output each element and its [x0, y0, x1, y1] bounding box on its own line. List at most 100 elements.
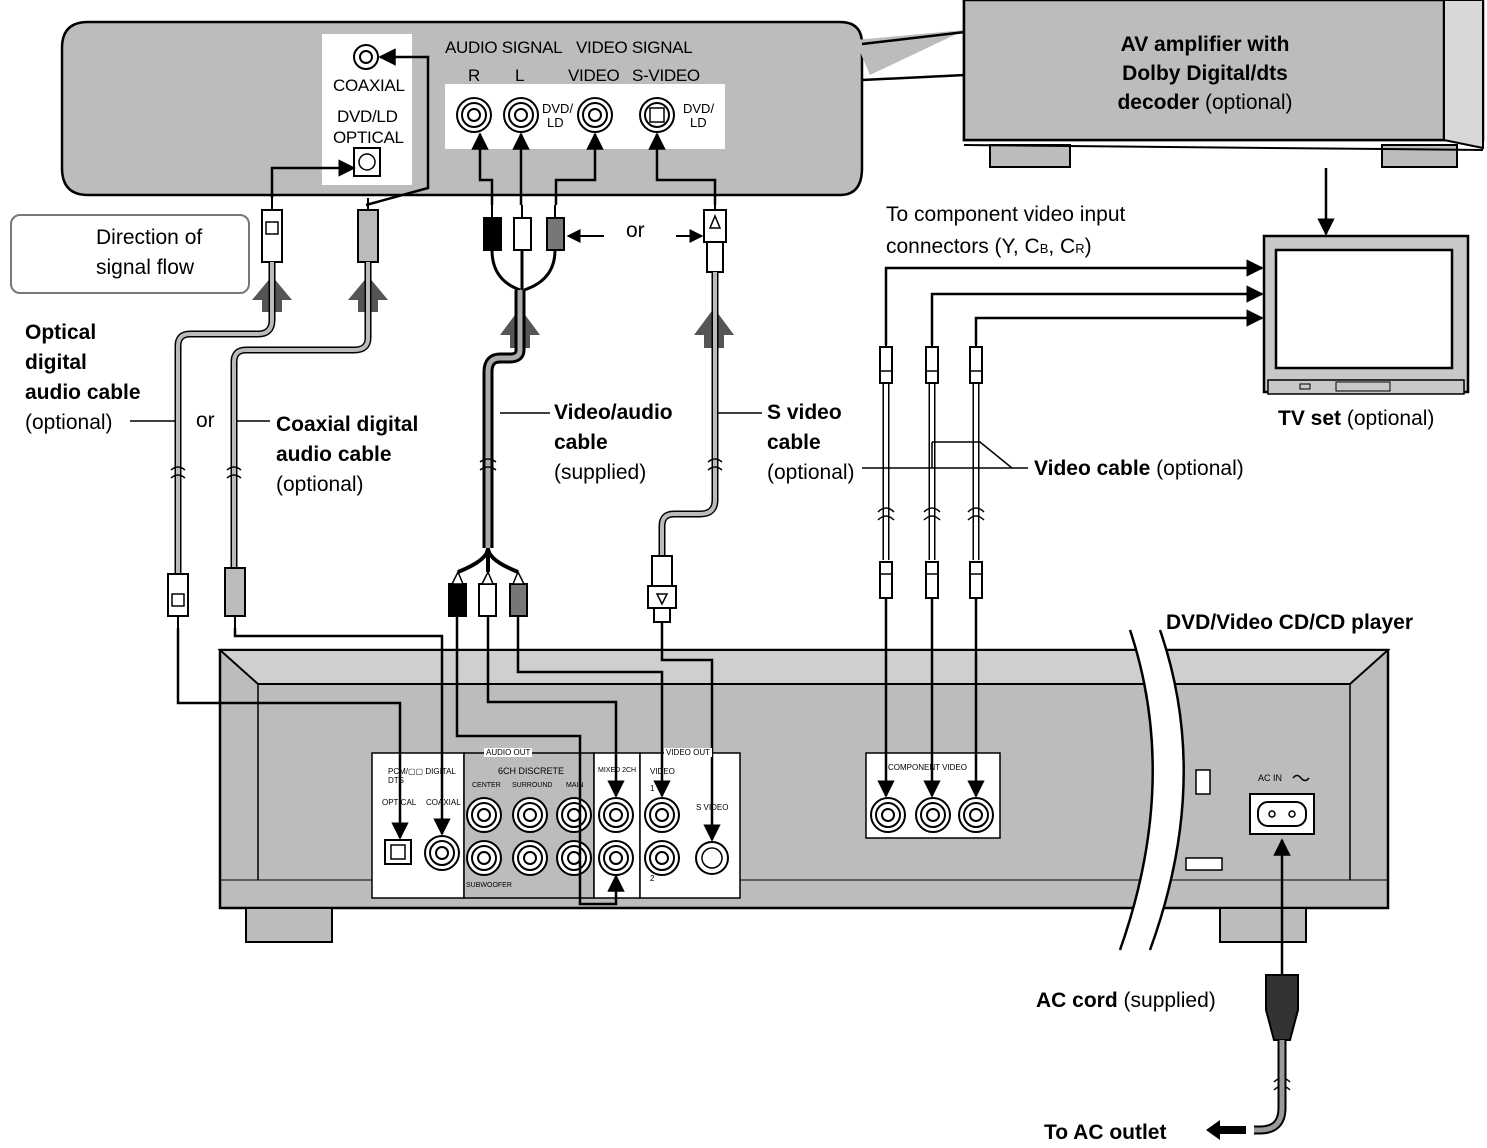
coaxial-cable-l1: Coaxial digital	[276, 413, 419, 436]
sv-cable-l3: (optional)	[767, 461, 855, 484]
optical-cable-l4: (optional)	[25, 411, 113, 434]
ac-cord-label: AC cord (supplied)	[1036, 988, 1216, 1013]
s-video-jack-top	[639, 97, 675, 133]
r-label: R	[468, 66, 480, 85]
ac-cord-rest: (supplied)	[1117, 989, 1216, 1012]
rear-subwoofer: SUBWOOFER	[466, 882, 512, 889]
audio-r-jack-top	[456, 97, 492, 133]
amp-line3: decoder	[1117, 91, 1200, 114]
rear-discrete: 6CH DISCRETE	[498, 766, 565, 776]
optical-cable-l1: Optical	[25, 321, 97, 344]
rear-pcm: PCM/▢▢ DIGITAL	[388, 767, 456, 776]
component-sub-r: R	[1075, 241, 1085, 256]
tv-rest: (optional)	[1341, 407, 1435, 430]
or-label-top: or	[626, 219, 645, 242]
legend-box	[10, 214, 250, 294]
or-label-left: or	[196, 409, 215, 432]
rear-one: 1	[650, 784, 655, 793]
l-label: L	[515, 66, 525, 85]
component-pre: connectors (Y, C	[886, 235, 1040, 258]
rear-audio-out: AUDIO OUT	[484, 748, 533, 757]
ac-cord-bold: AC cord	[1036, 989, 1118, 1012]
rear-video: VIDEO	[650, 767, 675, 776]
legend-line1: Direction of	[96, 226, 203, 249]
dvd-slash-label-2: DVD/	[683, 101, 715, 116]
s-video-plug-bottom	[647, 555, 677, 623]
tv-bold: TV set	[1278, 407, 1342, 430]
amp-line1: AV amplifier with	[1120, 33, 1290, 56]
rear-digital-text: DIGITAL	[423, 767, 456, 776]
player-title: DVD/Video CD/CD player	[1166, 611, 1414, 634]
coaxial-cable-l3: (optional)	[276, 473, 364, 496]
va-cable-l2: cable	[554, 431, 608, 454]
optical-plug-top	[261, 198, 283, 263]
rear-dts: DTS	[388, 776, 404, 785]
optical-jack-top	[353, 147, 381, 177]
rear-mixed: MIXED 2CH	[598, 767, 637, 774]
component-mid: , C	[1048, 235, 1076, 258]
va-cable-l3: (supplied)	[554, 461, 647, 484]
audio-l-jack-top	[503, 97, 539, 133]
va-cable-l1: Video/audio	[554, 401, 673, 424]
rear-video-out: VIDEO OUT	[664, 748, 713, 757]
legend-line2: signal flow	[96, 256, 195, 279]
av-amplifier	[962, 0, 1485, 168]
rear-component: COMPONENT VIDEO	[888, 763, 967, 772]
ac-outlet-label: To AC outlet	[1044, 1121, 1167, 1144]
video-signal-label: VIDEO SIGNAL	[576, 38, 693, 57]
s-video-label: S-VIDEO	[632, 66, 700, 85]
component-sub-b: B	[1039, 241, 1049, 256]
dvd-ld-label: DVD/LD	[337, 107, 398, 126]
tv-set	[1262, 234, 1470, 395]
optical-cable-l3: audio cable	[25, 381, 141, 404]
video-jack-top	[577, 97, 613, 133]
component-close: )	[1084, 235, 1092, 258]
va-plugs-bottom	[448, 570, 528, 617]
va-plugs-top	[483, 205, 604, 292]
rear-ac-in: AC IN	[1258, 773, 1283, 783]
optical-plug-bottom	[167, 573, 189, 628]
s-video-plug-top	[676, 198, 727, 273]
amplifier-label: AV amplifier with Dolby Digital/dts deco…	[1040, 30, 1370, 117]
rear-coaxial: COAXIAL	[426, 798, 461, 807]
rear-pcm-text: PCM/	[388, 767, 408, 776]
rear-center: CENTER	[472, 782, 501, 789]
ac-cord	[1206, 838, 1299, 1140]
video-cable-bold: Video cable	[1034, 457, 1151, 480]
optical-label: OPTICAL	[333, 128, 404, 147]
component-label-line2: connectors (Y, CB, CR)	[886, 234, 1092, 261]
video-label: VIDEO	[568, 66, 620, 85]
rear-surround: SURROUND	[512, 782, 553, 789]
tv-label: TV set (optional)	[1278, 406, 1434, 431]
ld-label-2: LD	[690, 115, 707, 130]
rear-s-video: S VIDEO	[696, 803, 729, 812]
dvd-slash-label-1: DVD/	[542, 101, 574, 116]
coaxial-label: COAXIAL	[333, 76, 405, 95]
upper-panel	[60, 20, 966, 197]
optical-cable-l2: digital	[25, 351, 87, 374]
rear-main: MAIN	[566, 782, 584, 789]
coaxial-jack-top	[353, 44, 379, 70]
ac-inlet	[1185, 769, 1315, 871]
coaxial-cable-label: Coaxial digital audio cable (optional)	[276, 410, 418, 500]
coaxial-plug-bottom	[224, 567, 246, 628]
video-cable-rest: (optional)	[1150, 457, 1244, 480]
coaxial-plug-top	[357, 198, 379, 263]
amp-line3-rest: (optional)	[1199, 91, 1293, 114]
rear-two: 2	[650, 874, 655, 883]
audio-signal-label: AUDIO SIGNAL	[445, 38, 563, 57]
sv-cable-l1: S video	[767, 401, 842, 424]
sv-cable-l2: cable	[767, 431, 821, 454]
va-cable-label: Video/audio cable (supplied)	[554, 398, 673, 488]
optical-cable-label: Optical digital audio cable (optional)	[25, 318, 141, 438]
flow-arrows	[252, 276, 734, 348]
coaxial-cable-l2: audio cable	[276, 443, 392, 466]
component-lines	[884, 259, 1264, 345]
video-cable-label: Video cable (optional)	[1034, 456, 1244, 481]
amp-line2: Dolby Digital/dts	[1122, 62, 1288, 85]
component-label-line1: To component video input	[886, 203, 1126, 226]
sv-cable-label: S video cable (optional)	[767, 398, 855, 488]
rear-optical: OPTICAL	[382, 798, 417, 807]
ld-label-1: LD	[547, 115, 564, 130]
